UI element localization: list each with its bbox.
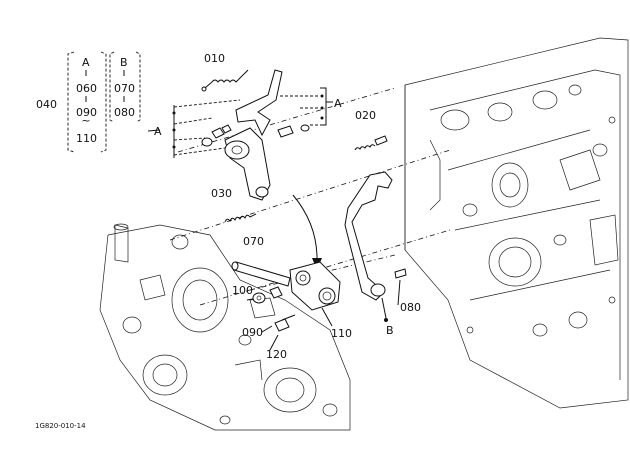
group-a-header: A	[82, 56, 90, 69]
leader-lines	[147, 129, 401, 351]
spring-020	[354, 135, 388, 151]
spring-030	[224, 213, 257, 223]
callout-120: 120	[266, 348, 287, 361]
gear-case	[99, 223, 351, 431]
group-b-item-070: 070	[114, 82, 135, 95]
group-a-item-090: 090	[76, 106, 97, 119]
assembly-arrow	[292, 194, 322, 270]
callout-020: 020	[355, 109, 376, 122]
group-a-item-110: 110	[76, 132, 97, 145]
lever-080-assembly	[344, 171, 407, 322]
ref-marker-a-right: A	[334, 97, 342, 110]
pin-070	[231, 261, 291, 287]
group-b-item-080: 080	[114, 106, 135, 119]
callout-070: 070	[243, 235, 264, 248]
callout-010: 010	[204, 52, 225, 65]
callout-110: 110	[331, 327, 352, 340]
ref-marker-b-bottom: B	[386, 324, 394, 337]
small-parts-a	[201, 124, 310, 147]
engine-block	[404, 37, 629, 409]
svg-text:~: ~	[81, 114, 90, 127]
ref-marker-a-left: A	[154, 125, 162, 138]
callout-090: 090	[242, 326, 263, 339]
washer-and-bolts	[252, 286, 296, 332]
legend-groups: ~	[67, 51, 141, 153]
callout-030: 030	[211, 187, 232, 200]
figure-code: 1G820-010-14	[35, 422, 86, 430]
callout-100: 100	[232, 284, 253, 297]
holder-110	[289, 261, 341, 311]
spring-010	[201, 69, 249, 92]
callout-080: 080	[400, 301, 421, 314]
fork-lever-assembly	[224, 69, 283, 201]
bracket-a-top	[280, 87, 333, 126]
group-a-item-060: 060	[76, 82, 97, 95]
bracket-a-right	[172, 99, 241, 158]
legend-040-label: 040	[36, 98, 57, 111]
group-b-header: B	[120, 56, 128, 69]
